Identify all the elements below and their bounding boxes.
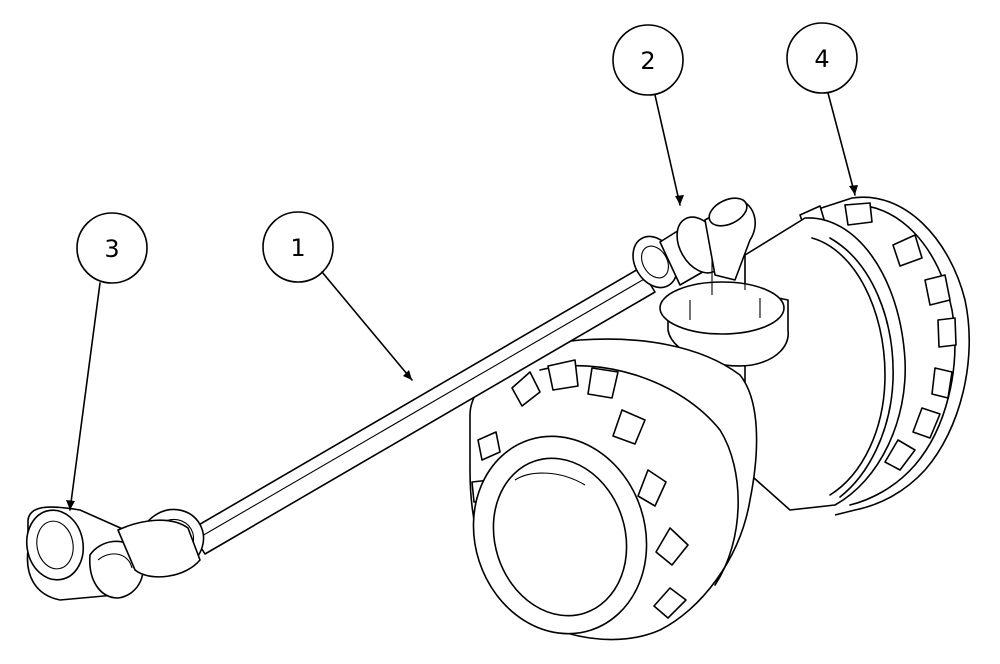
callout-2: 2 [612,24,684,206]
callout-4: 4 [786,22,858,196]
callout-1-bubble [262,211,334,283]
callout-1-label: 1 [290,234,305,262]
housing-port-boss [659,281,789,367]
callout-4-leader [827,92,856,196]
elbow-fitting-end [25,506,205,601]
elbow-fitting-top [632,197,756,295]
callout-3: 3 [66,212,148,511]
callout-1: 1 [262,211,413,381]
callout-4-bubble [786,22,858,94]
callout-3-label: 3 [104,235,119,263]
housing [469,196,971,641]
callout-3-arrowhead [66,500,75,510]
callout-2-bubble [612,24,684,96]
callout-1-leader [321,271,413,381]
callout-4-arrowhead [849,185,858,195]
callout-3-leader [69,282,101,511]
housing-bore [472,435,648,635]
callout-3-bubble [76,212,148,284]
callout-2-leader [654,94,681,206]
callout-4-label: 4 [814,45,829,73]
callout-2-label: 2 [640,47,655,75]
callout-1-arrowhead [403,370,412,380]
callout-2-arrowhead [675,195,684,205]
housing-body [744,217,906,511]
